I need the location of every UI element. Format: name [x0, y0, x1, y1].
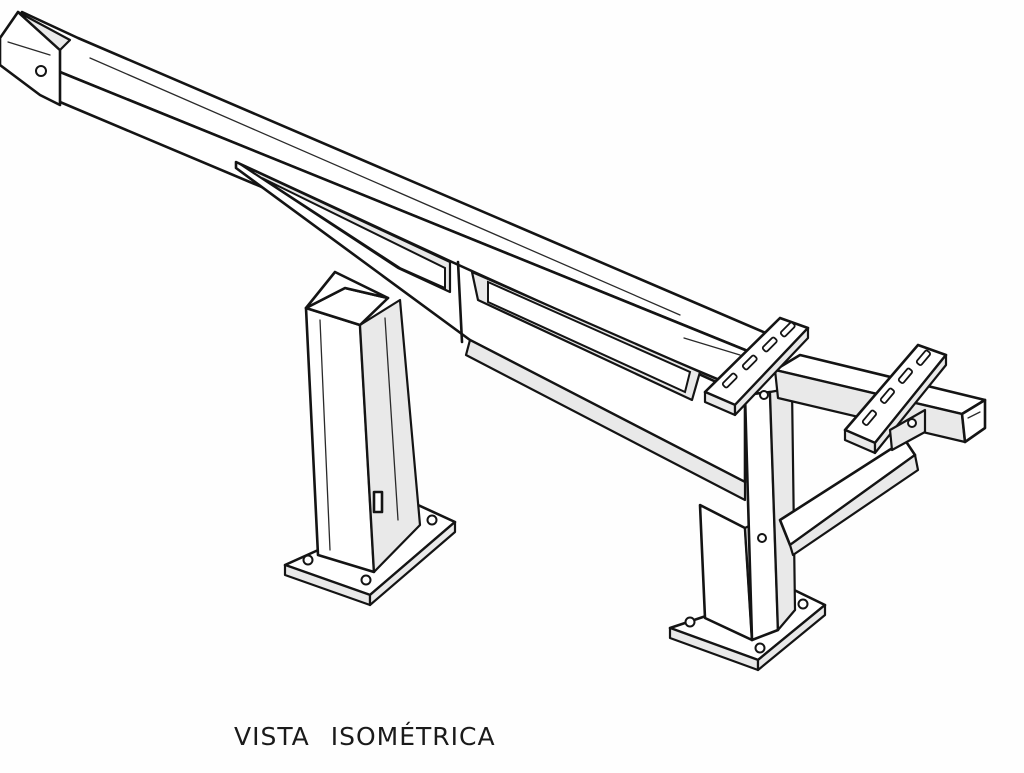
right-column-front	[698, 503, 754, 642]
left-plate-bolt-2	[360, 574, 372, 586]
end-cap-bolt	[35, 65, 47, 77]
beam-top-face	[20, 10, 784, 358]
cross-tube-end	[960, 398, 987, 444]
lower-strut-underside	[464, 338, 747, 502]
cross-members	[773, 353, 987, 557]
beam-end-cap	[0, 10, 72, 107]
diagonal-brace	[778, 438, 917, 547]
right-post	[668, 386, 827, 672]
clamp-bracket-left	[703, 316, 810, 417]
left-plate-bolt-1	[302, 554, 314, 566]
main-beam	[20, 10, 784, 502]
right-plate-bolt-1	[684, 616, 696, 628]
right-plate-bolt-2	[754, 642, 766, 654]
view-caption: VISTA ISOMÉTRICA	[234, 722, 496, 751]
left-post	[283, 270, 457, 607]
right-plate-bolt-3	[797, 598, 809, 610]
right-upright-bolt	[757, 533, 767, 543]
left-plate-bolt-3	[426, 514, 438, 526]
beam-front-face	[53, 68, 762, 394]
left-saddle	[304, 270, 390, 310]
end-cap-top	[16, 10, 72, 52]
clamp-bracket-right	[843, 343, 948, 455]
